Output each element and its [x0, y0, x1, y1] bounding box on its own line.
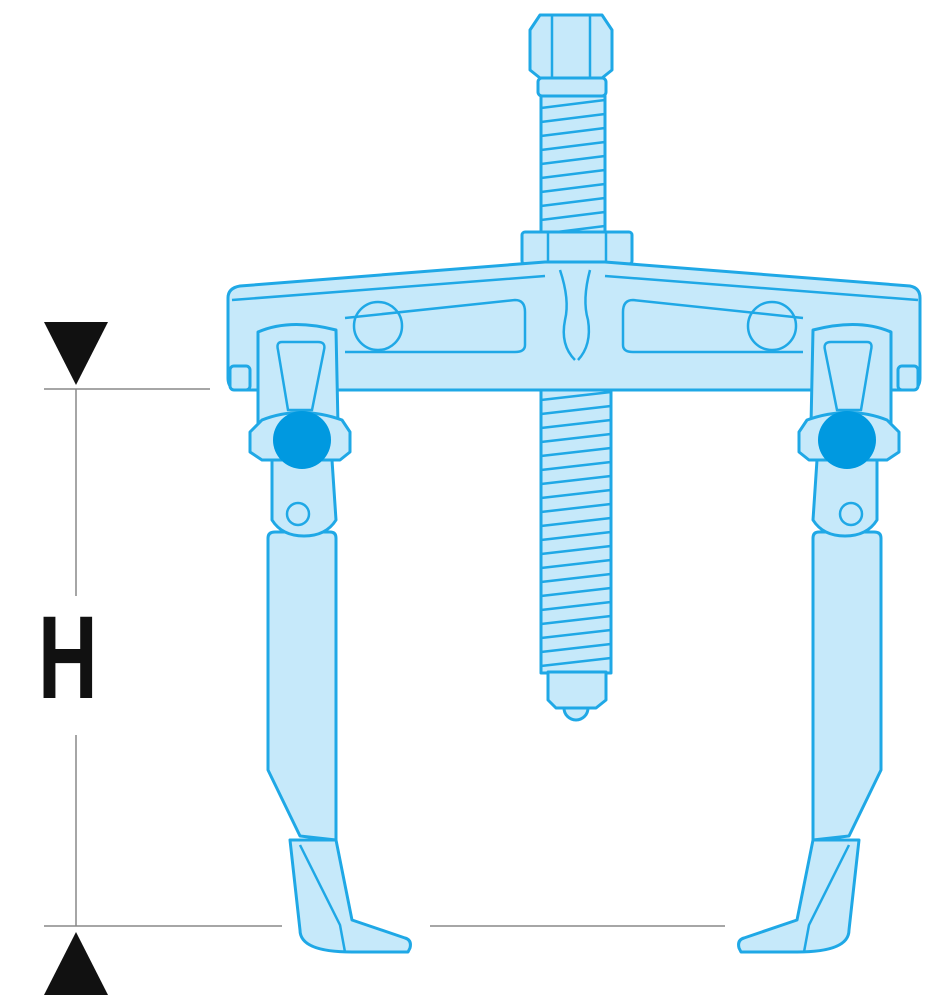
thread-line	[540, 460, 612, 472]
thread-line	[540, 586, 612, 598]
thread-line	[540, 572, 612, 584]
thread-line	[540, 210, 606, 222]
arrow-down-icon	[44, 322, 108, 385]
thread-line	[540, 628, 612, 640]
thread-line	[540, 168, 606, 180]
thread-line	[540, 488, 612, 500]
thread-line	[540, 404, 612, 416]
arrow-up-icon	[44, 932, 108, 995]
dimension-label: H	[38, 592, 98, 724]
thread-line	[540, 642, 612, 654]
right-jaw	[737, 322, 901, 954]
thread-line	[540, 98, 606, 110]
spindle-screw	[520, 13, 634, 722]
thread-line	[540, 558, 612, 570]
thread-line	[540, 614, 612, 626]
thread-line	[540, 446, 612, 458]
thread-line	[540, 154, 606, 166]
thread-line	[540, 600, 612, 612]
thread-line	[540, 140, 606, 152]
thread-line	[540, 418, 612, 430]
thread-line	[540, 182, 606, 194]
crossbar	[226, 260, 922, 392]
thread-line	[540, 656, 612, 668]
thread-line	[540, 544, 612, 556]
thread-line	[540, 516, 612, 528]
thread-line	[540, 390, 612, 402]
thread-line	[540, 474, 612, 486]
thread-line	[540, 112, 606, 124]
thread-line	[540, 126, 606, 138]
left-jaw	[248, 322, 412, 954]
thread-line	[540, 196, 606, 208]
pivot-pin	[273, 411, 331, 469]
dimension-h	[44, 322, 725, 995]
thread-line	[540, 502, 612, 514]
thread-line	[540, 530, 612, 542]
thread-line	[540, 432, 612, 444]
